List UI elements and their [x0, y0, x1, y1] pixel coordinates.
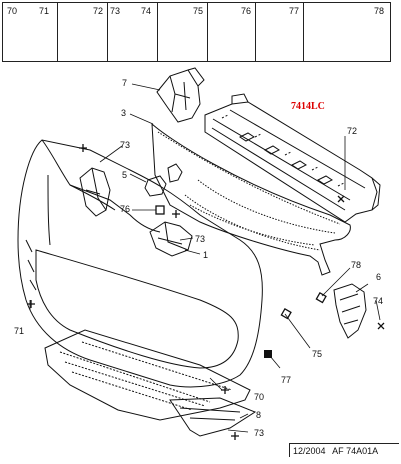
- lower-underpanel: [44, 329, 251, 421]
- callout-77: 77: [281, 375, 291, 385]
- index-cell: 77: [256, 3, 304, 61]
- callout-76: 76: [120, 204, 130, 214]
- bumper-beam: [204, 93, 381, 223]
- filled-square-icon: [264, 350, 272, 358]
- index-cell: 73 74: [108, 3, 158, 61]
- callout-72: 72: [347, 126, 357, 136]
- square-icon: [280, 308, 292, 320]
- plus-icon: [27, 300, 35, 308]
- leader-lines: [29, 83, 381, 433]
- callout-1: 1: [203, 250, 208, 260]
- index-label: 71: [39, 6, 50, 16]
- index-cell: 72: [58, 3, 108, 61]
- index-label: 72: [92, 6, 103, 16]
- reference-code: 7414LC: [291, 101, 325, 112]
- footer-code: AF 74A01A: [332, 446, 379, 456]
- index-cell: 76: [208, 3, 256, 61]
- callout-5: 5: [122, 170, 127, 180]
- cross-icon: [377, 322, 385, 330]
- plus-icon: [221, 386, 229, 394]
- center-bumper-bracket: [149, 221, 193, 257]
- callout-7: 7: [122, 78, 127, 88]
- callout-70: 70: [254, 392, 264, 402]
- square-icon: [155, 205, 165, 215]
- index-label: 77: [288, 6, 299, 16]
- footer-stamp: 12/2004 AF 74A01A: [289, 443, 399, 457]
- square-icon: [315, 292, 327, 304]
- tow-hook-cover: [144, 163, 183, 197]
- symbol-markers: [27, 144, 385, 440]
- callout-73: 73: [120, 140, 130, 150]
- grille: [151, 122, 351, 276]
- callout-71: 71: [14, 326, 24, 336]
- side-bracket: [333, 283, 367, 339]
- bumper-cover: [17, 139, 263, 388]
- index-cell: 78: [304, 3, 390, 61]
- callout-73: 73: [195, 234, 205, 244]
- index-label: 78: [373, 6, 384, 16]
- callout-74: 74: [373, 296, 383, 306]
- part-index-table: 70 71 72 73 74 75 76 77 78: [2, 2, 391, 62]
- index-label: 74: [140, 6, 151, 16]
- index-cell: 75: [158, 3, 208, 61]
- cross-icon: [337, 195, 345, 203]
- callout-73: 73: [254, 428, 264, 438]
- plus-icon: [79, 144, 87, 152]
- index-label: 76: [240, 6, 251, 16]
- plus-icon: [172, 210, 180, 218]
- index-label: 73: [110, 6, 121, 16]
- index-cell: 70 71: [3, 3, 58, 61]
- plus-icon: [231, 432, 239, 440]
- callout-75: 75: [312, 349, 322, 359]
- callout-6: 6: [376, 272, 381, 282]
- left-bumper-bracket: [79, 167, 111, 217]
- footer-date: 12/2004: [293, 446, 326, 456]
- callout-3: 3: [121, 108, 126, 118]
- index-label: 75: [192, 6, 203, 16]
- spoiler-strip: [169, 397, 257, 437]
- upper-bracket: [156, 67, 205, 123]
- index-label: 70: [7, 6, 18, 16]
- callout-78: 78: [351, 260, 361, 270]
- callout-8: 8: [256, 410, 261, 420]
